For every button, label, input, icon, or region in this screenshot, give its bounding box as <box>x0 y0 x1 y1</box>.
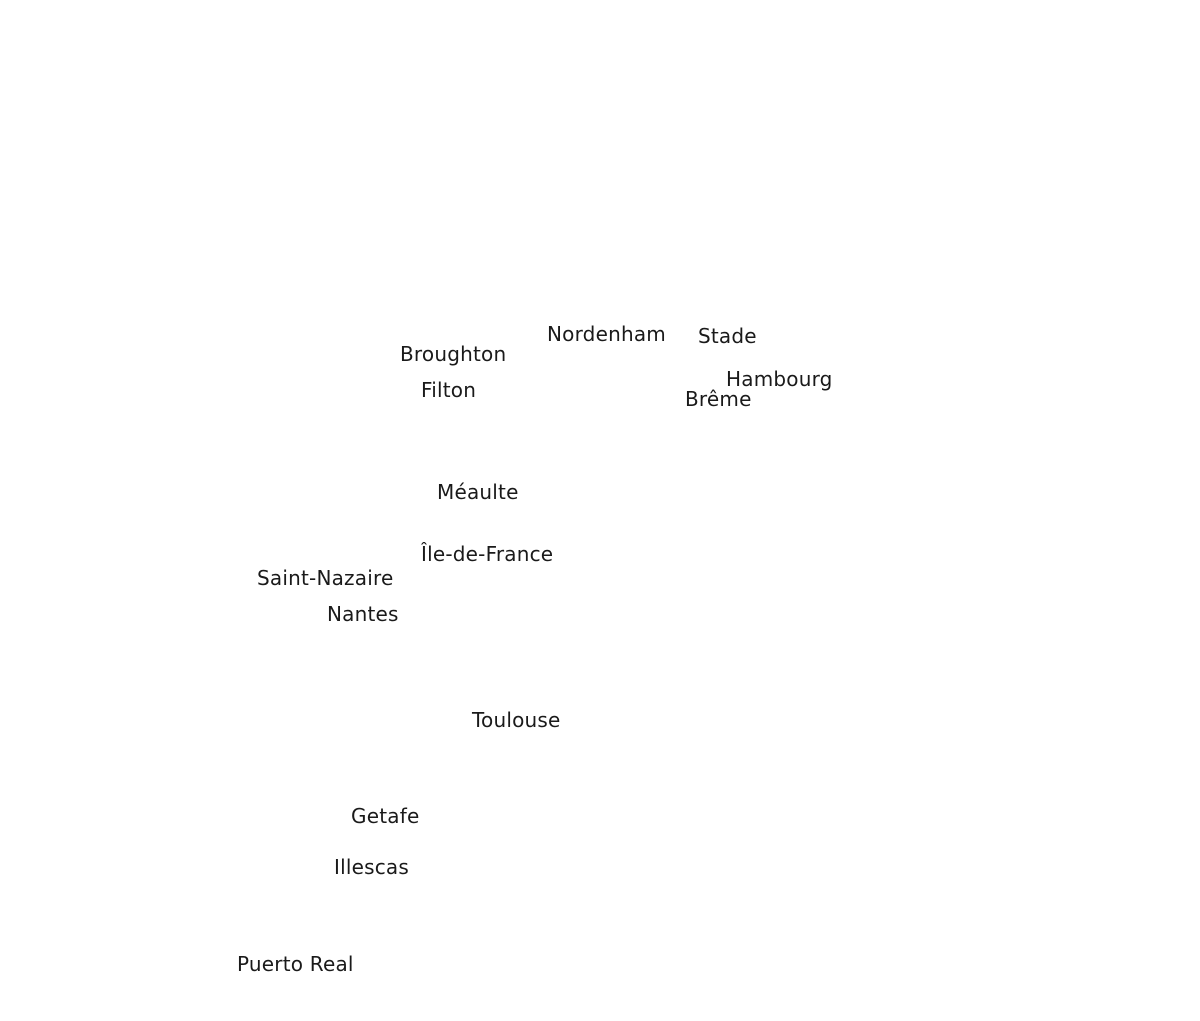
place-label-puerto-real: Puerto Real <box>237 952 354 976</box>
place-label-illescas: Illescas <box>334 855 410 879</box>
place-label-broughton: Broughton <box>400 342 507 366</box>
place-label-filton: Filton <box>421 378 477 402</box>
place-label-nantes: Nantes <box>327 602 399 626</box>
place-label-ile-de-france: Île-de-France <box>421 542 554 566</box>
place-label-toulouse: Toulouse <box>472 708 561 732</box>
place-label-breme: Brême <box>685 387 752 411</box>
place-label-nordenham: Nordenham <box>547 322 666 346</box>
place-label-stade: Stade <box>698 324 757 348</box>
place-label-getafe: Getafe <box>351 804 420 828</box>
place-label-meaulte: Méaulte <box>437 480 519 504</box>
place-label-hambourg: Hambourg <box>726 367 833 391</box>
place-label-saint-nazaire: Saint-Nazaire <box>257 566 394 590</box>
